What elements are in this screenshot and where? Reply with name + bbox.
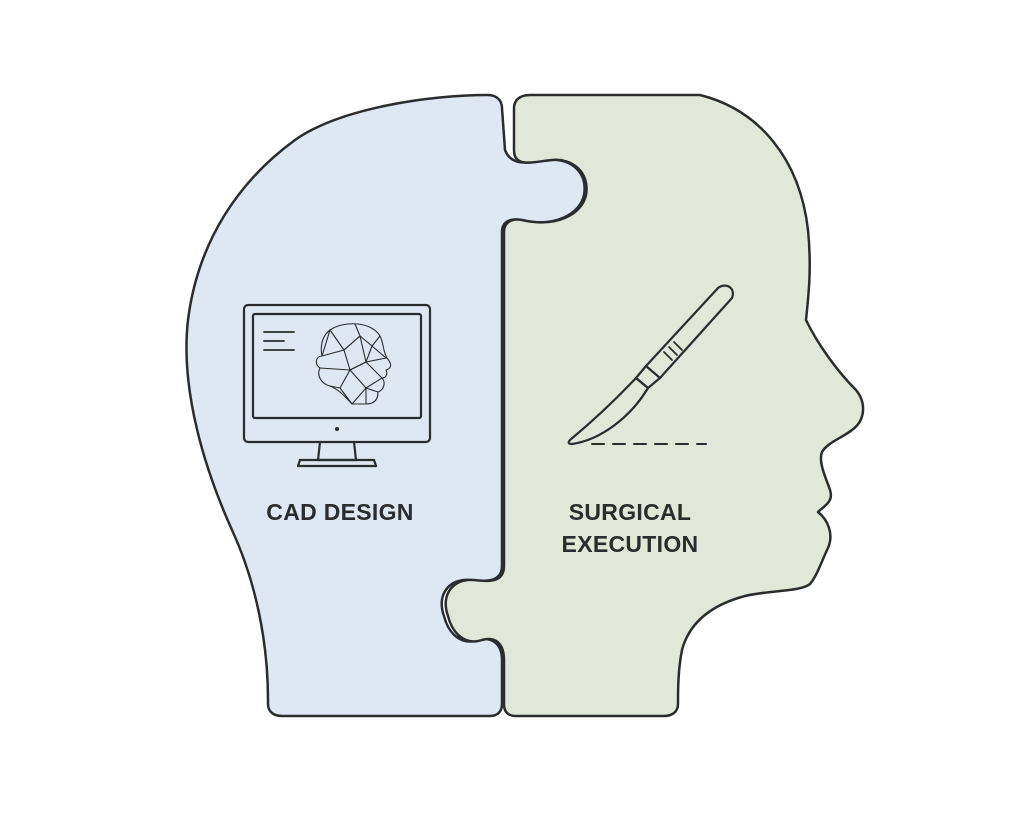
monitor-power-dot <box>335 427 339 431</box>
monitor-with-3d-face-mesh-icon <box>242 303 432 468</box>
left-puzzle-piece <box>185 93 586 718</box>
scalpel-handle <box>644 284 734 380</box>
surgical-execution-label: SURGICAL EXECUTION <box>520 496 740 560</box>
scalpel-blade <box>567 376 650 446</box>
face-mesh-icon <box>315 323 392 405</box>
right-puzzle-piece <box>444 93 865 718</box>
monitor-frame <box>242 303 432 444</box>
surgical-label-line1: SURGICAL <box>568 499 692 525</box>
scalpel-with-cut-line-icon <box>567 284 734 446</box>
screen-text-lines-icon <box>263 331 295 351</box>
monitor-screen <box>251 312 423 420</box>
surgical-label-line2: EXECUTION <box>561 531 699 557</box>
cad-design-label: CAD DESIGN <box>266 499 414 525</box>
scalpel-grip-marks <box>663 341 683 361</box>
